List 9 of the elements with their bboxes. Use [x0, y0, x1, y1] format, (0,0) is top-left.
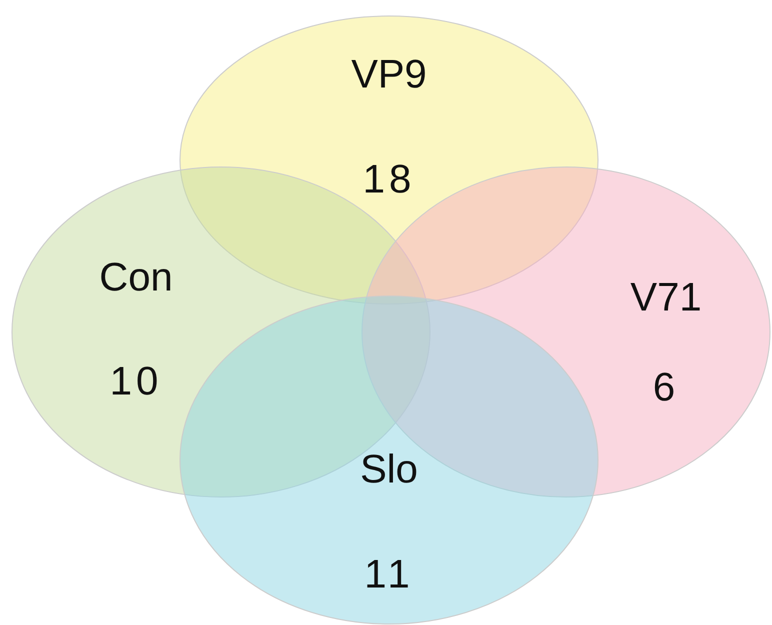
set-count: 10 — [110, 360, 162, 404]
set-count: 18 — [362, 158, 416, 202]
set-ellipse — [179, 295, 599, 625]
set-count: 11 — [364, 552, 414, 598]
set-count: 6 — [652, 366, 680, 410]
set-name: Slo — [360, 448, 418, 492]
set-name: VP9 — [351, 52, 427, 98]
set-name: V71 — [630, 276, 702, 320]
set-name: Con — [99, 256, 173, 300]
